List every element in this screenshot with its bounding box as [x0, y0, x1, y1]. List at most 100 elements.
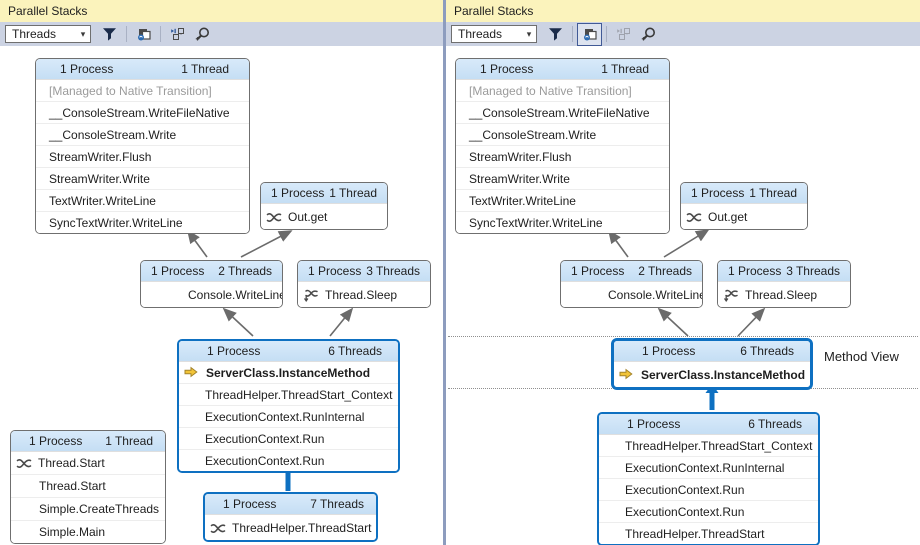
- toggle-zoom-control-button[interactable]: [191, 24, 214, 45]
- stack-frame-row[interactable]: Simple.CreateThreads: [11, 497, 165, 520]
- stack-frame-row[interactable]: ServerClass.InstanceMethod: [179, 362, 398, 383]
- frame-method-name: Thread.Start: [38, 456, 105, 470]
- frame-method-name: ExecutionContext.RunInternal: [205, 409, 365, 424]
- stack-frame-row[interactable]: __ConsoleStream.Write: [456, 123, 669, 145]
- process-count: 1 Process: [480, 62, 534, 76]
- stack-frame-row[interactable]: Simple.Main: [11, 520, 165, 543]
- frame-method-name: ExecutionContext.Run: [625, 482, 745, 497]
- stack-frame-row[interactable]: ExecutionContext.Run: [599, 478, 818, 500]
- stack-frame-row[interactable]: Thread.Start: [11, 474, 165, 497]
- process-count: 1 Process: [207, 344, 261, 358]
- thread-count: 6 Threads: [740, 344, 794, 358]
- frame-method-name: ExecutionContext.Run: [205, 453, 325, 468]
- method-view-icon: [583, 29, 597, 41]
- stack-frame-row[interactable]: ExecutionContext.RunInternal: [179, 405, 398, 427]
- stack-frame-row[interactable]: SyncTextWriter.WriteLine: [36, 211, 249, 233]
- process-count: 1 Process: [627, 417, 681, 431]
- stack-frame-row[interactable]: Thread.Sleep: [298, 282, 430, 307]
- panel-toolbar: Threads ▾: [0, 22, 443, 46]
- autoscroll-icon: [616, 28, 630, 40]
- frame-method-name: StreamWriter.Flush: [469, 149, 572, 164]
- frame-method-name: Console.WriteLine: [608, 287, 703, 302]
- thread-count: 1 Thread: [749, 186, 797, 200]
- stack-frame-row[interactable]: __ConsoleStream.Write: [36, 123, 249, 145]
- stack-frame-row[interactable]: ThreadHelper.ThreadStart: [599, 522, 818, 544]
- stack-frame-row[interactable]: Out.get: [261, 204, 387, 229]
- thread-count: 7 Threads: [310, 497, 364, 511]
- frame-method-name: Out.get: [708, 209, 748, 224]
- panel-toolbar: Threads ▾: [446, 22, 920, 46]
- stack-frame-row[interactable]: [Managed to Native Transition]: [36, 80, 249, 101]
- frame-method-name: ExecutionContext.Run: [205, 431, 325, 446]
- frame-method-name: ServerClass.InstanceMethod: [206, 365, 371, 380]
- stack-frame-row[interactable]: ThreadHelper.ThreadStart_Context: [179, 383, 398, 405]
- stack-frame-row[interactable]: StreamWriter.Write: [456, 167, 669, 189]
- threads-combo[interactable]: Threads ▾: [5, 25, 91, 43]
- frame-method-name: Thread.Start: [39, 479, 106, 493]
- stack-frame-row[interactable]: ExecutionContext.Run: [179, 427, 398, 449]
- stack-frame-row[interactable]: ServerClass.InstanceMethod: [614, 362, 810, 387]
- stack-frame-row[interactable]: ThreadHelper.ThreadStart_Context: [599, 435, 818, 456]
- frame-method-name: SyncTextWriter.WriteLine: [49, 215, 183, 230]
- frame-method-name: __ConsoleStream.Write: [469, 127, 597, 142]
- thread-count: 2 Threads: [638, 264, 692, 278]
- thread-count: 1 Thread: [105, 434, 153, 448]
- toggle-zoom-control-button[interactable]: [637, 24, 660, 45]
- toggle-method-view-button[interactable]: [132, 24, 155, 45]
- frame-method-name: ThreadHelper.ThreadStart: [232, 520, 372, 535]
- toggle-method-view-button[interactable]: [577, 22, 602, 46]
- method-view-label: Method View: [824, 349, 899, 364]
- method-view-divider-line: [448, 336, 918, 337]
- thread-count: 2 Threads: [218, 264, 272, 278]
- stack-frame-row[interactable]: StreamWriter.Flush: [456, 145, 669, 167]
- stack-frame-row[interactable]: Console.WriteLine: [561, 282, 702, 307]
- filter-button[interactable]: [98, 24, 121, 45]
- filter-button[interactable]: [544, 24, 567, 45]
- stack-frame-row[interactable]: StreamWriter.Write: [36, 167, 249, 189]
- current-frame-icon: [184, 365, 200, 381]
- stack-frame-row[interactable]: SyncTextWriter.WriteLine: [456, 211, 669, 233]
- stack-frame-row[interactable]: Console.WriteLine: [141, 282, 282, 307]
- stack-frame-row[interactable]: TextWriter.WriteLine: [36, 189, 249, 211]
- stack-frame-row[interactable]: Thread.Sleep: [718, 282, 850, 307]
- frame-method-name: Simple.Main: [39, 525, 106, 539]
- thread-count: 6 Threads: [328, 344, 382, 358]
- frame-method-name: SyncTextWriter.WriteLine: [469, 215, 603, 230]
- auto-scroll-to-current-frame-button[interactable]: [166, 24, 189, 45]
- toolbar-separator: [572, 26, 573, 42]
- stack-frame-row[interactable]: __ConsoleStream.WriteFileNative: [456, 101, 669, 123]
- stack-frame-row[interactable]: ExecutionContext.Run: [599, 500, 818, 522]
- frame-method-name: ThreadHelper.ThreadStart_Context: [625, 438, 813, 453]
- stack-frame-row[interactable]: TextWriter.WriteLine: [456, 189, 669, 211]
- stack-frame-row[interactable]: ExecutionContext.Run: [179, 449, 398, 471]
- threads-combo[interactable]: Threads ▾: [451, 25, 537, 43]
- stack-frame-row[interactable]: Thread.Start: [11, 452, 165, 474]
- process-count: 1 Process: [728, 264, 782, 278]
- stack-frame-row[interactable]: ExecutionContext.RunInternal: [599, 456, 818, 478]
- stack-frame-row[interactable]: StreamWriter.Flush: [36, 145, 249, 167]
- process-count: 1 Process: [29, 434, 83, 448]
- stack-frame-row[interactable]: [Managed to Native Transition]: [456, 80, 669, 101]
- frame-method-name: Thread.Sleep: [325, 287, 398, 302]
- stack-frame-row[interactable]: Out.get: [681, 204, 807, 229]
- combo-value: Threads: [458, 27, 503, 41]
- stack-frame-row[interactable]: ThreadHelper.ThreadStart: [205, 515, 376, 540]
- frame-method-name: ServerClass.InstanceMethod: [641, 367, 806, 382]
- frame-method-name: ThreadHelper.ThreadStart: [625, 526, 765, 541]
- toolbar-separator: [160, 26, 161, 42]
- stack-frame-row[interactable]: __ConsoleStream.WriteFileNative: [36, 101, 249, 123]
